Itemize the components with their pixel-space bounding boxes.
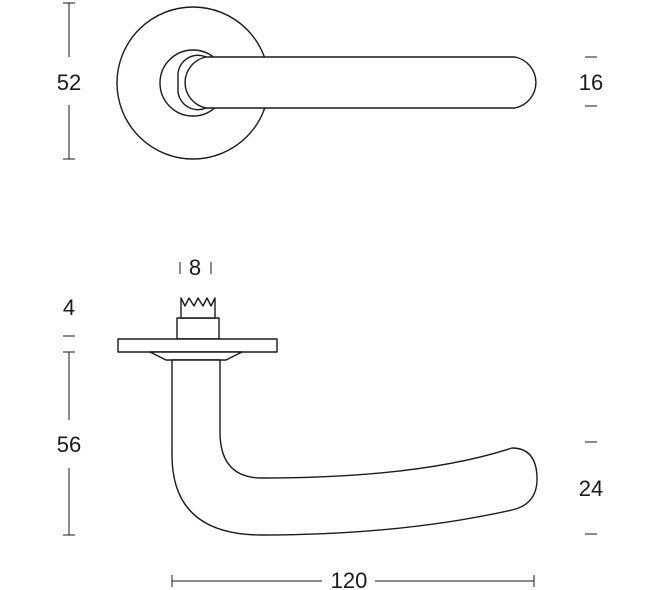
spindle: [176, 317, 220, 340]
dimension-labels: 52 16 8 4 56 24 120: [57, 70, 603, 590]
dim-label-lever-thickness: 16: [579, 70, 603, 95]
spindle-serrated-top: [180, 297, 216, 319]
rose-plate: [117, 338, 278, 353]
top-view: [116, 6, 537, 160]
lever-neck-edge: [177, 54, 207, 111]
dim-label-grip-height: 24: [579, 476, 603, 501]
side-view: [117, 297, 538, 536]
dim-label-rose-diameter: 52: [57, 70, 81, 95]
dimension-lines: [63, 2, 597, 587]
dim-label-lever-height: 56: [57, 432, 81, 457]
rose-collar: [149, 351, 243, 361]
lever-body-side: [171, 359, 538, 536]
dim-label-rose-thickness: 4: [63, 295, 75, 320]
dim-label-spindle-width: 8: [189, 255, 201, 280]
dim-label-lever-length: 120: [331, 568, 368, 590]
lever-bar-top: [184, 56, 537, 109]
